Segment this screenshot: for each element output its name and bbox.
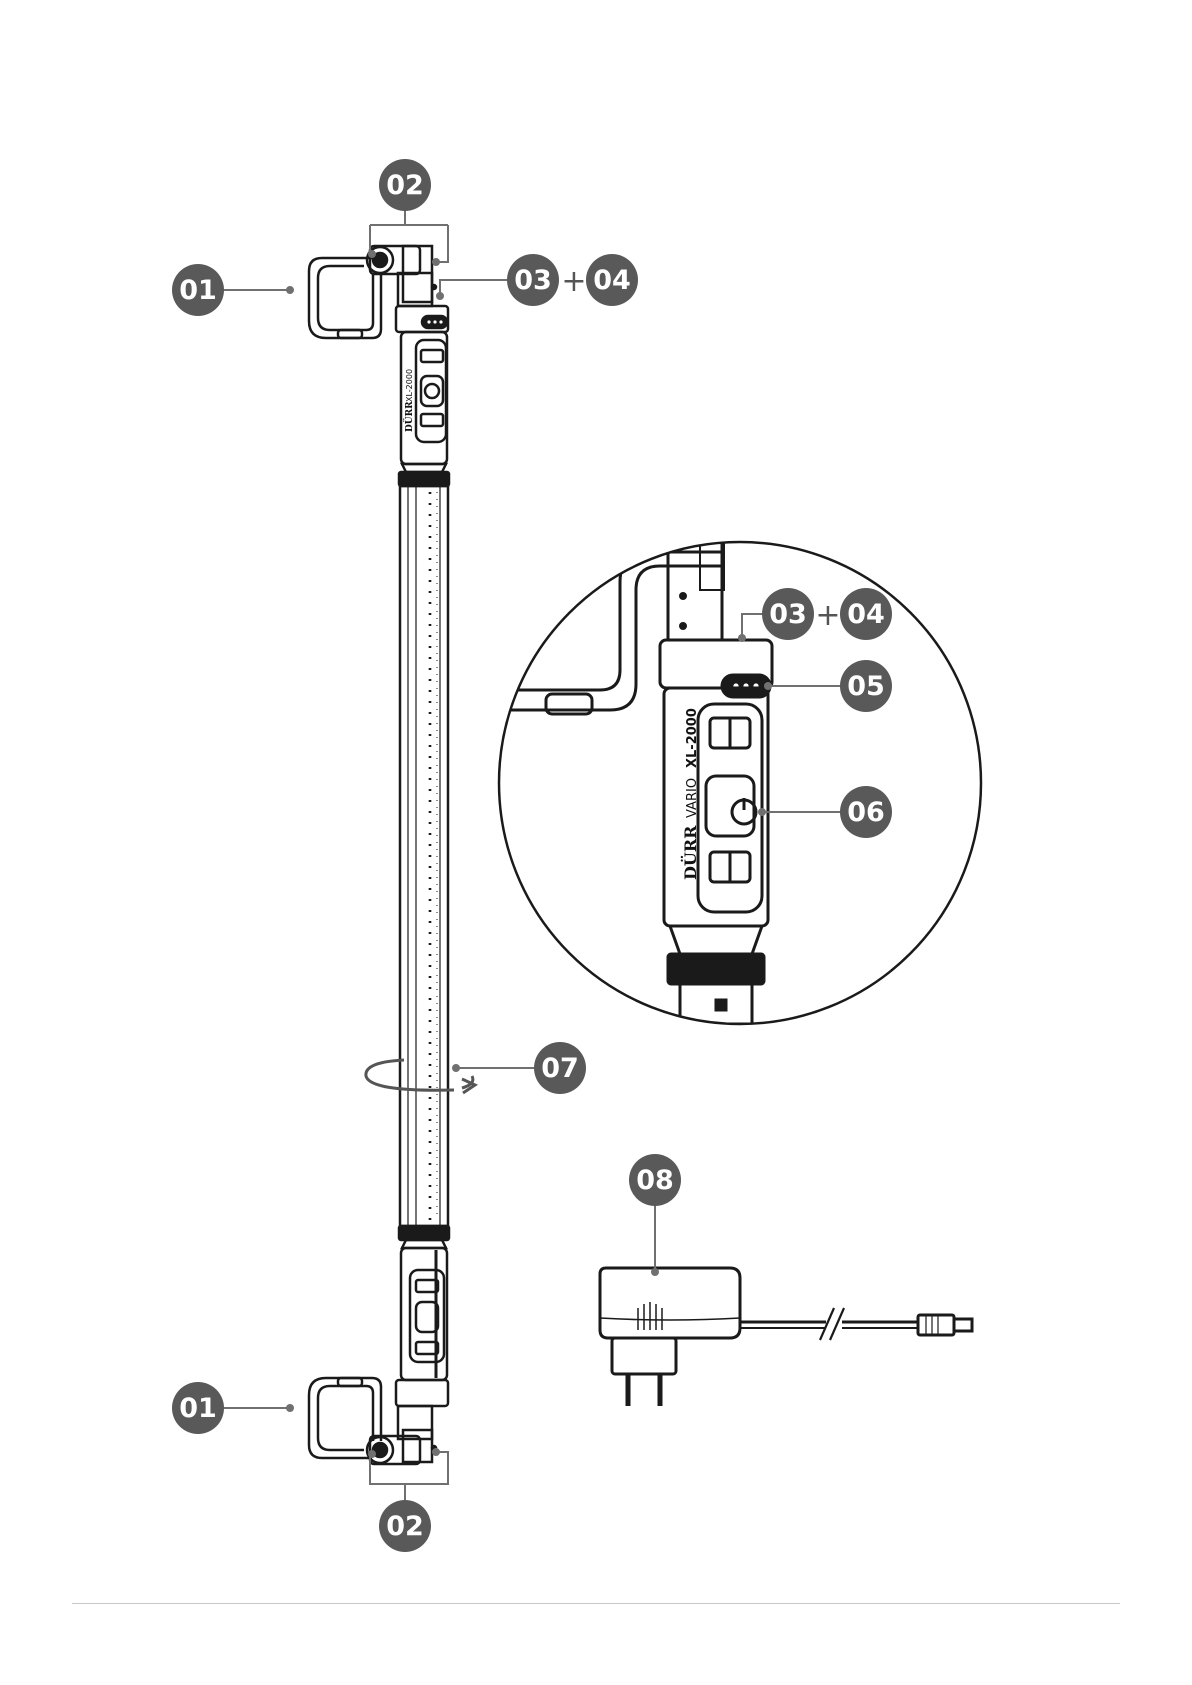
callout-04-zoom: 04 [840, 588, 892, 640]
callout-05: 05 [840, 660, 892, 712]
zoom-detail: DÜRR VARIO XL-2000 [499, 536, 981, 1024]
callout-02-top-label: 02 [386, 170, 424, 201]
callout-07: 07 [534, 1042, 586, 1094]
callout-03-zoom: 03 [762, 588, 814, 640]
callout-01-bottom-label: 01 [179, 1393, 217, 1424]
callout-04-top-label: 04 [593, 265, 631, 296]
swivel-joint-bottom [367, 1406, 436, 1464]
callout-01-top-label: 01 [179, 275, 217, 306]
callout-06-label: 06 [847, 797, 885, 828]
callout-02-top: 02 [379, 159, 431, 211]
callout-04-zoom-label: 04 [847, 599, 885, 630]
callout-08-label: 08 [636, 1165, 674, 1196]
callout-05-label: 05 [847, 671, 885, 702]
model-text: XL-2000 [685, 708, 700, 768]
model-text-small: XL-2000 [405, 369, 414, 402]
callout-01-top: 01 [172, 264, 224, 316]
swivel-joint-top [367, 246, 436, 306]
brand-text: DÜRR [680, 825, 700, 880]
led-work-lamp [309, 246, 475, 1464]
rotation-arrow [366, 1060, 475, 1093]
brand-text-small: DÜRR [402, 401, 415, 432]
callout-02-bottom-label: 02 [386, 1511, 424, 1542]
callout-08: 08 [629, 1154, 681, 1206]
callout-06: 06 [840, 786, 892, 838]
callout-04-top: 04 [586, 254, 638, 306]
plus-sign-zoom: + [815, 598, 840, 633]
power-adapter [600, 1268, 972, 1406]
callout-01-bottom: 01 [172, 1382, 224, 1434]
lamp-head-bottom [396, 1226, 449, 1406]
callout-03-zoom-label: 03 [769, 599, 807, 630]
head-brand-label: DÜRR XL-2000 [402, 369, 415, 432]
lamp-tube [400, 486, 448, 1226]
lamp-head-top [396, 306, 449, 486]
callout-02-bottom: 02 [379, 1500, 431, 1552]
footer-divider [72, 1603, 1120, 1604]
model-prefix-text: VARIO [685, 778, 700, 818]
plus-sign-top: + [561, 264, 586, 299]
callout-03-top-label: 03 [514, 265, 552, 296]
callout-07-label: 07 [541, 1053, 579, 1084]
callout-03-top: 03 [507, 254, 559, 306]
